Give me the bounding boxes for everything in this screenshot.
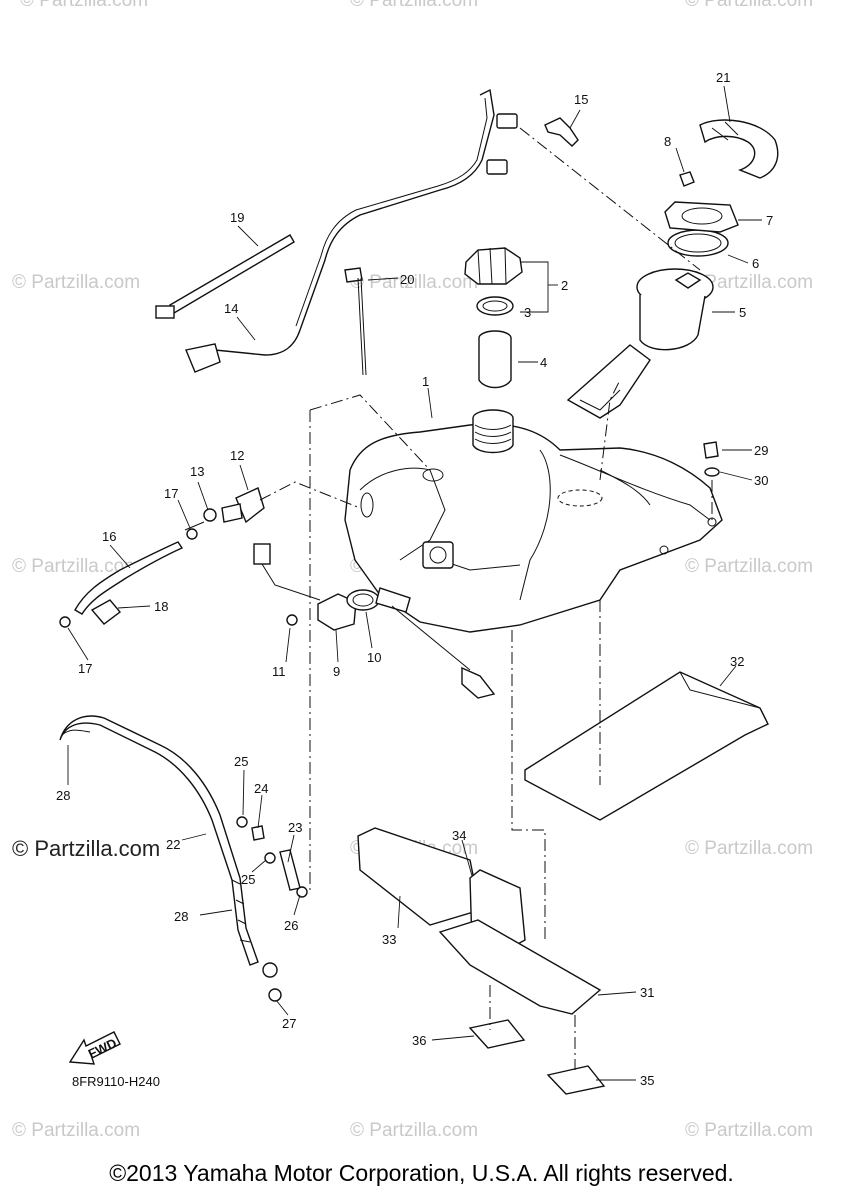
callout[interactable]: 23 [288, 820, 302, 835]
callout[interactable]: 20 [400, 272, 414, 287]
callout[interactable]: 33 [382, 932, 396, 947]
callout[interactable]: 16 [102, 529, 116, 544]
callout[interactable]: 13 [190, 464, 204, 479]
callout[interactable]: 17 [164, 486, 178, 501]
callout[interactable]: 30 [754, 473, 768, 488]
watermark-main: © Partzilla.com [12, 836, 161, 861]
callout[interactable]: 12 [230, 448, 244, 463]
callout[interactable]: 31 [640, 985, 654, 1000]
pump-clamp-ring[interactable] [699, 119, 779, 179]
watermark: © Partzilla.com [12, 556, 141, 577]
bolt[interactable] [703, 441, 719, 459]
callout[interactable]: 8 [664, 134, 671, 149]
filler-strainer[interactable] [478, 330, 512, 389]
protector-32[interactable] [524, 671, 769, 821]
callout[interactable]: 10 [367, 650, 381, 665]
harness-band[interactable] [155, 234, 295, 319]
watermark: © Partzilla.com [12, 272, 141, 293]
copyright-notice: ©2013 Yamaha Motor Corporation, U.S.A. A… [109, 1160, 734, 1186]
callout[interactable]: 21 [716, 70, 730, 85]
watermark: © Partzilla.com [350, 1120, 479, 1141]
watermark: © Partzilla.com [685, 0, 814, 11]
watermark: © Partzilla.com [350, 272, 479, 293]
pump-retainer-plate[interactable] [664, 201, 739, 233]
fuel-tank[interactable] [344, 409, 723, 633]
callout[interactable]: 25 [241, 872, 255, 887]
breather-valve[interactable] [236, 816, 308, 898]
hose-clamp[interactable] [59, 599, 122, 628]
callout[interactable]: 9 [333, 664, 340, 679]
watermark: © Partzilla.com [20, 0, 149, 11]
callout[interactable]: 25 [234, 754, 248, 769]
diagram-code: 8FR9110-H240 [72, 1074, 160, 1089]
callout[interactable]: 15 [574, 92, 588, 107]
callout[interactable]: 11 [272, 664, 286, 679]
callout[interactable]: 5 [739, 305, 746, 320]
callout[interactable]: 29 [754, 443, 768, 458]
callout[interactable]: 7 [766, 213, 773, 228]
watermark: © Partzilla.com [12, 1120, 141, 1141]
pad-36[interactable] [468, 1019, 526, 1049]
watermark: © Partzilla.com [685, 838, 814, 859]
callout[interactable]: 28 [56, 788, 70, 803]
washer[interactable] [704, 467, 720, 477]
callout[interactable]: 6 [752, 256, 759, 271]
pad-35[interactable] [546, 1065, 606, 1095]
watermark: © Partzilla.com [685, 1120, 814, 1141]
callout[interactable]: 1 [422, 374, 429, 389]
callout[interactable]: 14 [224, 301, 238, 316]
callout[interactable]: 17 [78, 661, 92, 676]
fwd-label: FWD [86, 1035, 119, 1061]
callout[interactable]: 18 [154, 599, 168, 614]
watermark: © Partzilla.com [685, 556, 814, 577]
callout[interactable]: 19 [230, 210, 244, 225]
callout[interactable]: 34 [452, 828, 466, 843]
cable-tie[interactable] [344, 267, 367, 376]
callout[interactable]: 26 [284, 918, 298, 933]
callout[interactable]: 27 [282, 1016, 296, 1031]
cap-o-ring[interactable] [476, 296, 514, 316]
breather-hose[interactable] [59, 715, 282, 1002]
nut[interactable] [679, 171, 695, 187]
callout[interactable]: 22 [166, 837, 180, 852]
callout[interactable]: 32 [730, 654, 744, 669]
callout[interactable]: 28 [174, 909, 188, 924]
callout[interactable]: 2 [561, 278, 568, 293]
callout[interactable]: 36 [412, 1033, 426, 1048]
callout[interactable]: 4 [540, 355, 547, 370]
protector-31[interactable] [438, 919, 602, 1015]
wire-harness[interactable] [185, 88, 518, 373]
fuel-sender-unit[interactable] [253, 543, 496, 699]
forward-arrow-icon: FWD [68, 1031, 121, 1065]
fuel-cock[interactable] [184, 487, 265, 531]
harness-holder[interactable] [544, 117, 579, 147]
callout[interactable]: 3 [524, 305, 531, 320]
callout[interactable]: 35 [640, 1073, 654, 1088]
fuel-cap[interactable] [464, 247, 523, 285]
watermark: © Partzilla.com [350, 0, 479, 11]
callout[interactable]: 24 [254, 781, 268, 796]
fuel-pump-assembly[interactable] [566, 268, 714, 419]
fuel-hose[interactable] [74, 528, 198, 615]
watermark: © Partzilla.com [685, 272, 814, 293]
